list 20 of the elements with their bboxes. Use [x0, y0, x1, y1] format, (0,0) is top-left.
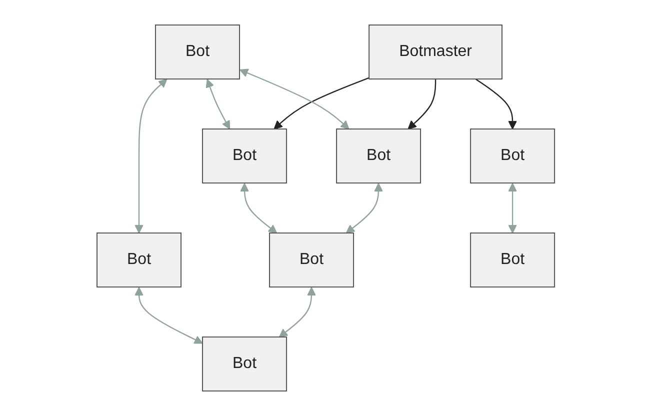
arrow — [239, 68, 350, 129]
node-box: Bot — [202, 128, 287, 183]
arrow — [346, 182, 383, 233]
node-box: Botmaster — [368, 24, 502, 79]
arrow — [134, 286, 203, 344]
node-box: Bot — [268, 232, 354, 287]
arrow — [205, 78, 230, 129]
arrow — [508, 182, 517, 233]
node-box: Bot — [470, 128, 555, 183]
arrow — [278, 286, 316, 337]
arrow — [134, 78, 167, 233]
arrow — [407, 78, 436, 129]
node-box: Bot — [154, 24, 240, 79]
node-box: Bot — [96, 232, 182, 287]
node-box: Bot — [202, 336, 287, 391]
arrow — [474, 78, 517, 129]
node-box: Bot — [336, 128, 421, 183]
arrow — [240, 182, 277, 233]
node-box: Bot — [470, 232, 555, 287]
arrow — [273, 76, 370, 129]
